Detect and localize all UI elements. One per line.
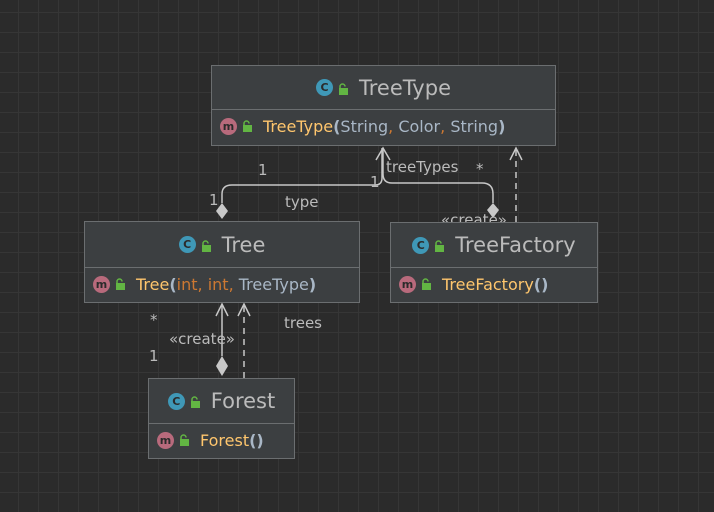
type-role-label: type bbox=[285, 193, 319, 211]
factory-create-arrow-head bbox=[509, 146, 523, 161]
trees-aggregation-diamond bbox=[216, 356, 228, 376]
param-separator: , bbox=[197, 274, 203, 294]
class-name: TreeFactory bbox=[455, 233, 576, 257]
param-separator: , bbox=[388, 116, 394, 136]
method-row[interactable]: m TreeFactory() bbox=[391, 268, 597, 300]
type-mult-target: 1 bbox=[258, 161, 268, 179]
method-name: Forest bbox=[200, 430, 250, 450]
close-paren: ) bbox=[541, 274, 549, 294]
public-lock-icon bbox=[179, 431, 190, 450]
class-name: TreeType bbox=[359, 75, 451, 100]
forest-create-stereotype: «create» bbox=[169, 330, 235, 348]
method-icon: m bbox=[93, 275, 110, 293]
param-type: Color bbox=[398, 116, 441, 136]
treetype-arrow-head bbox=[375, 146, 391, 161]
param-separator: , bbox=[440, 116, 446, 136]
class-tree[interactable]: C Tree m Tree(int, int, TreeType) bbox=[84, 221, 360, 303]
forest-create-arrow-head bbox=[237, 302, 251, 317]
class-icon: C bbox=[167, 392, 185, 410]
treetypes-aggregation-diamond bbox=[487, 203, 499, 218]
class-icon: C bbox=[412, 236, 430, 254]
method-name: Tree bbox=[136, 274, 170, 294]
public-lock-icon bbox=[338, 76, 349, 100]
public-lock-icon bbox=[201, 233, 212, 257]
treetypes-association-line bbox=[382, 148, 494, 203]
trees-role-label: trees bbox=[284, 314, 322, 332]
public-lock-icon bbox=[115, 275, 126, 294]
public-lock-icon bbox=[434, 233, 445, 257]
open-paren: ( bbox=[169, 274, 177, 294]
class-tree-header: C Tree bbox=[85, 222, 359, 268]
type-mult-source: 1 bbox=[209, 191, 219, 209]
method-icon: m bbox=[399, 275, 416, 293]
class-treefactory-header: C TreeFactory bbox=[391, 223, 597, 268]
close-paren: ) bbox=[308, 274, 317, 294]
public-lock-icon bbox=[190, 389, 201, 413]
param-separator: , bbox=[228, 274, 234, 294]
method-row[interactable]: m Tree(int, int, TreeType) bbox=[85, 268, 359, 300]
trees-mult-target: * bbox=[150, 311, 158, 329]
trees-mult-source: 1 bbox=[149, 347, 159, 365]
method-icon: m bbox=[220, 117, 237, 135]
open-paren: ( bbox=[333, 116, 341, 136]
close-paren: ) bbox=[498, 116, 506, 136]
class-treetype[interactable]: C TreeType m TreeType(String, Color, Str… bbox=[211, 65, 556, 146]
close-paren: ) bbox=[256, 430, 264, 450]
param-type: String bbox=[340, 116, 389, 136]
param-type: int bbox=[176, 274, 198, 294]
class-treefactory[interactable]: C TreeFactory m TreeFactory() bbox=[390, 222, 598, 303]
public-lock-icon bbox=[421, 275, 432, 294]
class-forest-header: C Forest bbox=[149, 379, 294, 424]
treetypes-mult-source: 1 bbox=[370, 173, 380, 191]
public-lock-icon bbox=[242, 117, 253, 136]
class-forest[interactable]: C Forest m Forest() bbox=[148, 378, 295, 459]
class-icon: C bbox=[316, 79, 333, 96]
param-type: int bbox=[207, 274, 229, 294]
treetypes-role-label: treeTypes bbox=[386, 158, 459, 176]
class-name: Tree bbox=[221, 232, 266, 257]
method-icon: m bbox=[157, 431, 174, 449]
trees-arrow-head bbox=[215, 302, 229, 317]
method-name: TreeType bbox=[263, 116, 334, 136]
param-type: TreeType bbox=[238, 274, 309, 294]
method-name: TreeFactory bbox=[442, 274, 534, 294]
open-paren: ( bbox=[249, 430, 257, 450]
open-paren: ( bbox=[533, 274, 542, 294]
class-name: Forest bbox=[210, 389, 276, 413]
treetypes-mult-target: * bbox=[476, 160, 484, 178]
class-icon: C bbox=[178, 236, 196, 253]
type-association-line bbox=[221, 148, 383, 203]
type-aggregation-diamond bbox=[216, 203, 228, 219]
method-row[interactable]: m Forest() bbox=[149, 424, 294, 456]
param-type: String bbox=[450, 116, 499, 136]
class-treetype-header: C TreeType bbox=[212, 66, 555, 110]
method-row[interactable]: m TreeType(String, Color, String) bbox=[212, 110, 555, 142]
